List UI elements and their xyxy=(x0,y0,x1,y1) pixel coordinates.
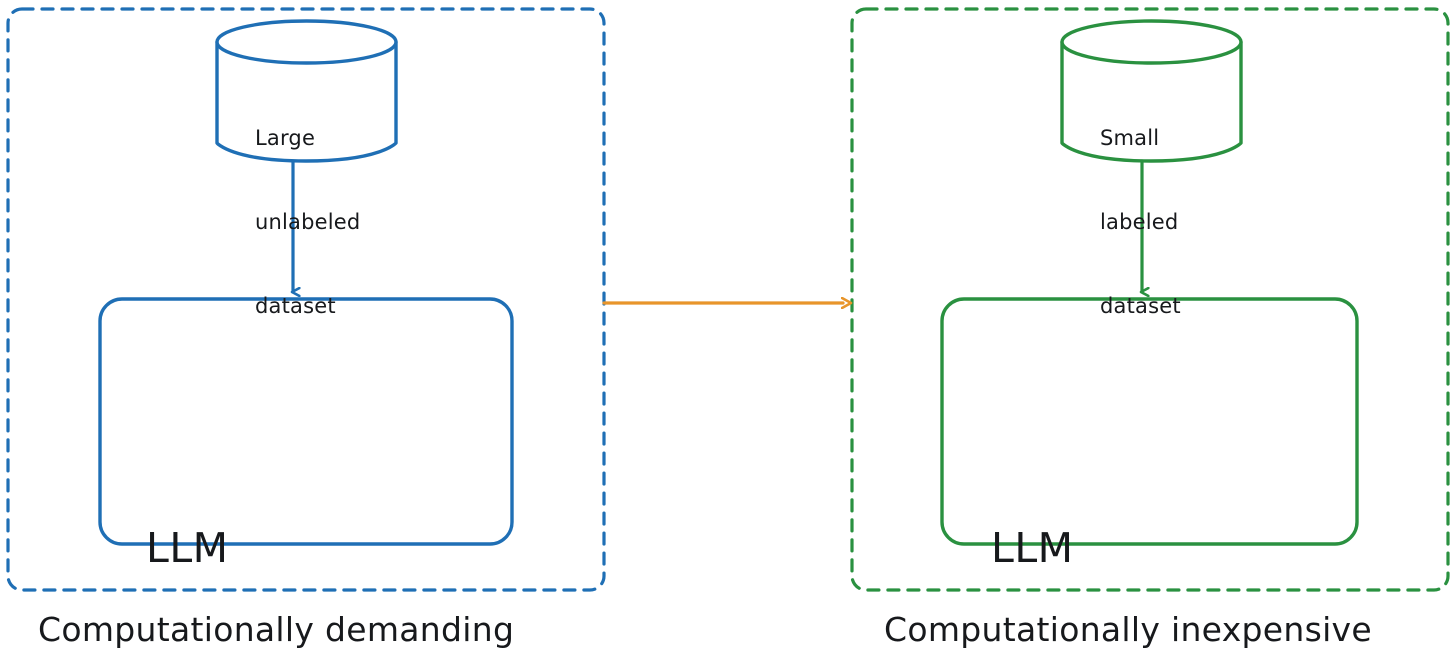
right-dataset-label: Small labeled dataset xyxy=(1100,68,1181,376)
right-dataset-line-1: Small xyxy=(1100,126,1160,150)
finetuning-box-label: LLM Fine-tuning xyxy=(991,358,1226,666)
left-dataset-label: Large unlabeled dataset xyxy=(255,68,360,376)
finetuning-process-box xyxy=(940,297,1359,546)
pretraining-caption: Computationally demanding xyxy=(38,610,515,649)
left-dataset-line-1: Large xyxy=(255,126,316,150)
pretraining-stage-container xyxy=(6,7,606,592)
pretraining-box-line-1: LLM xyxy=(146,524,229,572)
left-dataset-line-3: dataset xyxy=(255,294,336,318)
right-dataset-line-3: dataset xyxy=(1100,294,1181,318)
finetuning-box-line-1: LLM xyxy=(991,524,1074,572)
pretraining-process-box xyxy=(98,297,514,546)
left-dataset-line-2: unlabeled xyxy=(255,210,361,234)
finetuning-caption: Computationally inexpensive xyxy=(884,610,1372,649)
pretraining-box-label: LLM Pre-training xyxy=(146,358,391,666)
right-dataset-line-2: labeled xyxy=(1100,210,1179,234)
database-cylinder-icon xyxy=(1060,19,1243,163)
database-cylinder-icon xyxy=(215,19,398,163)
